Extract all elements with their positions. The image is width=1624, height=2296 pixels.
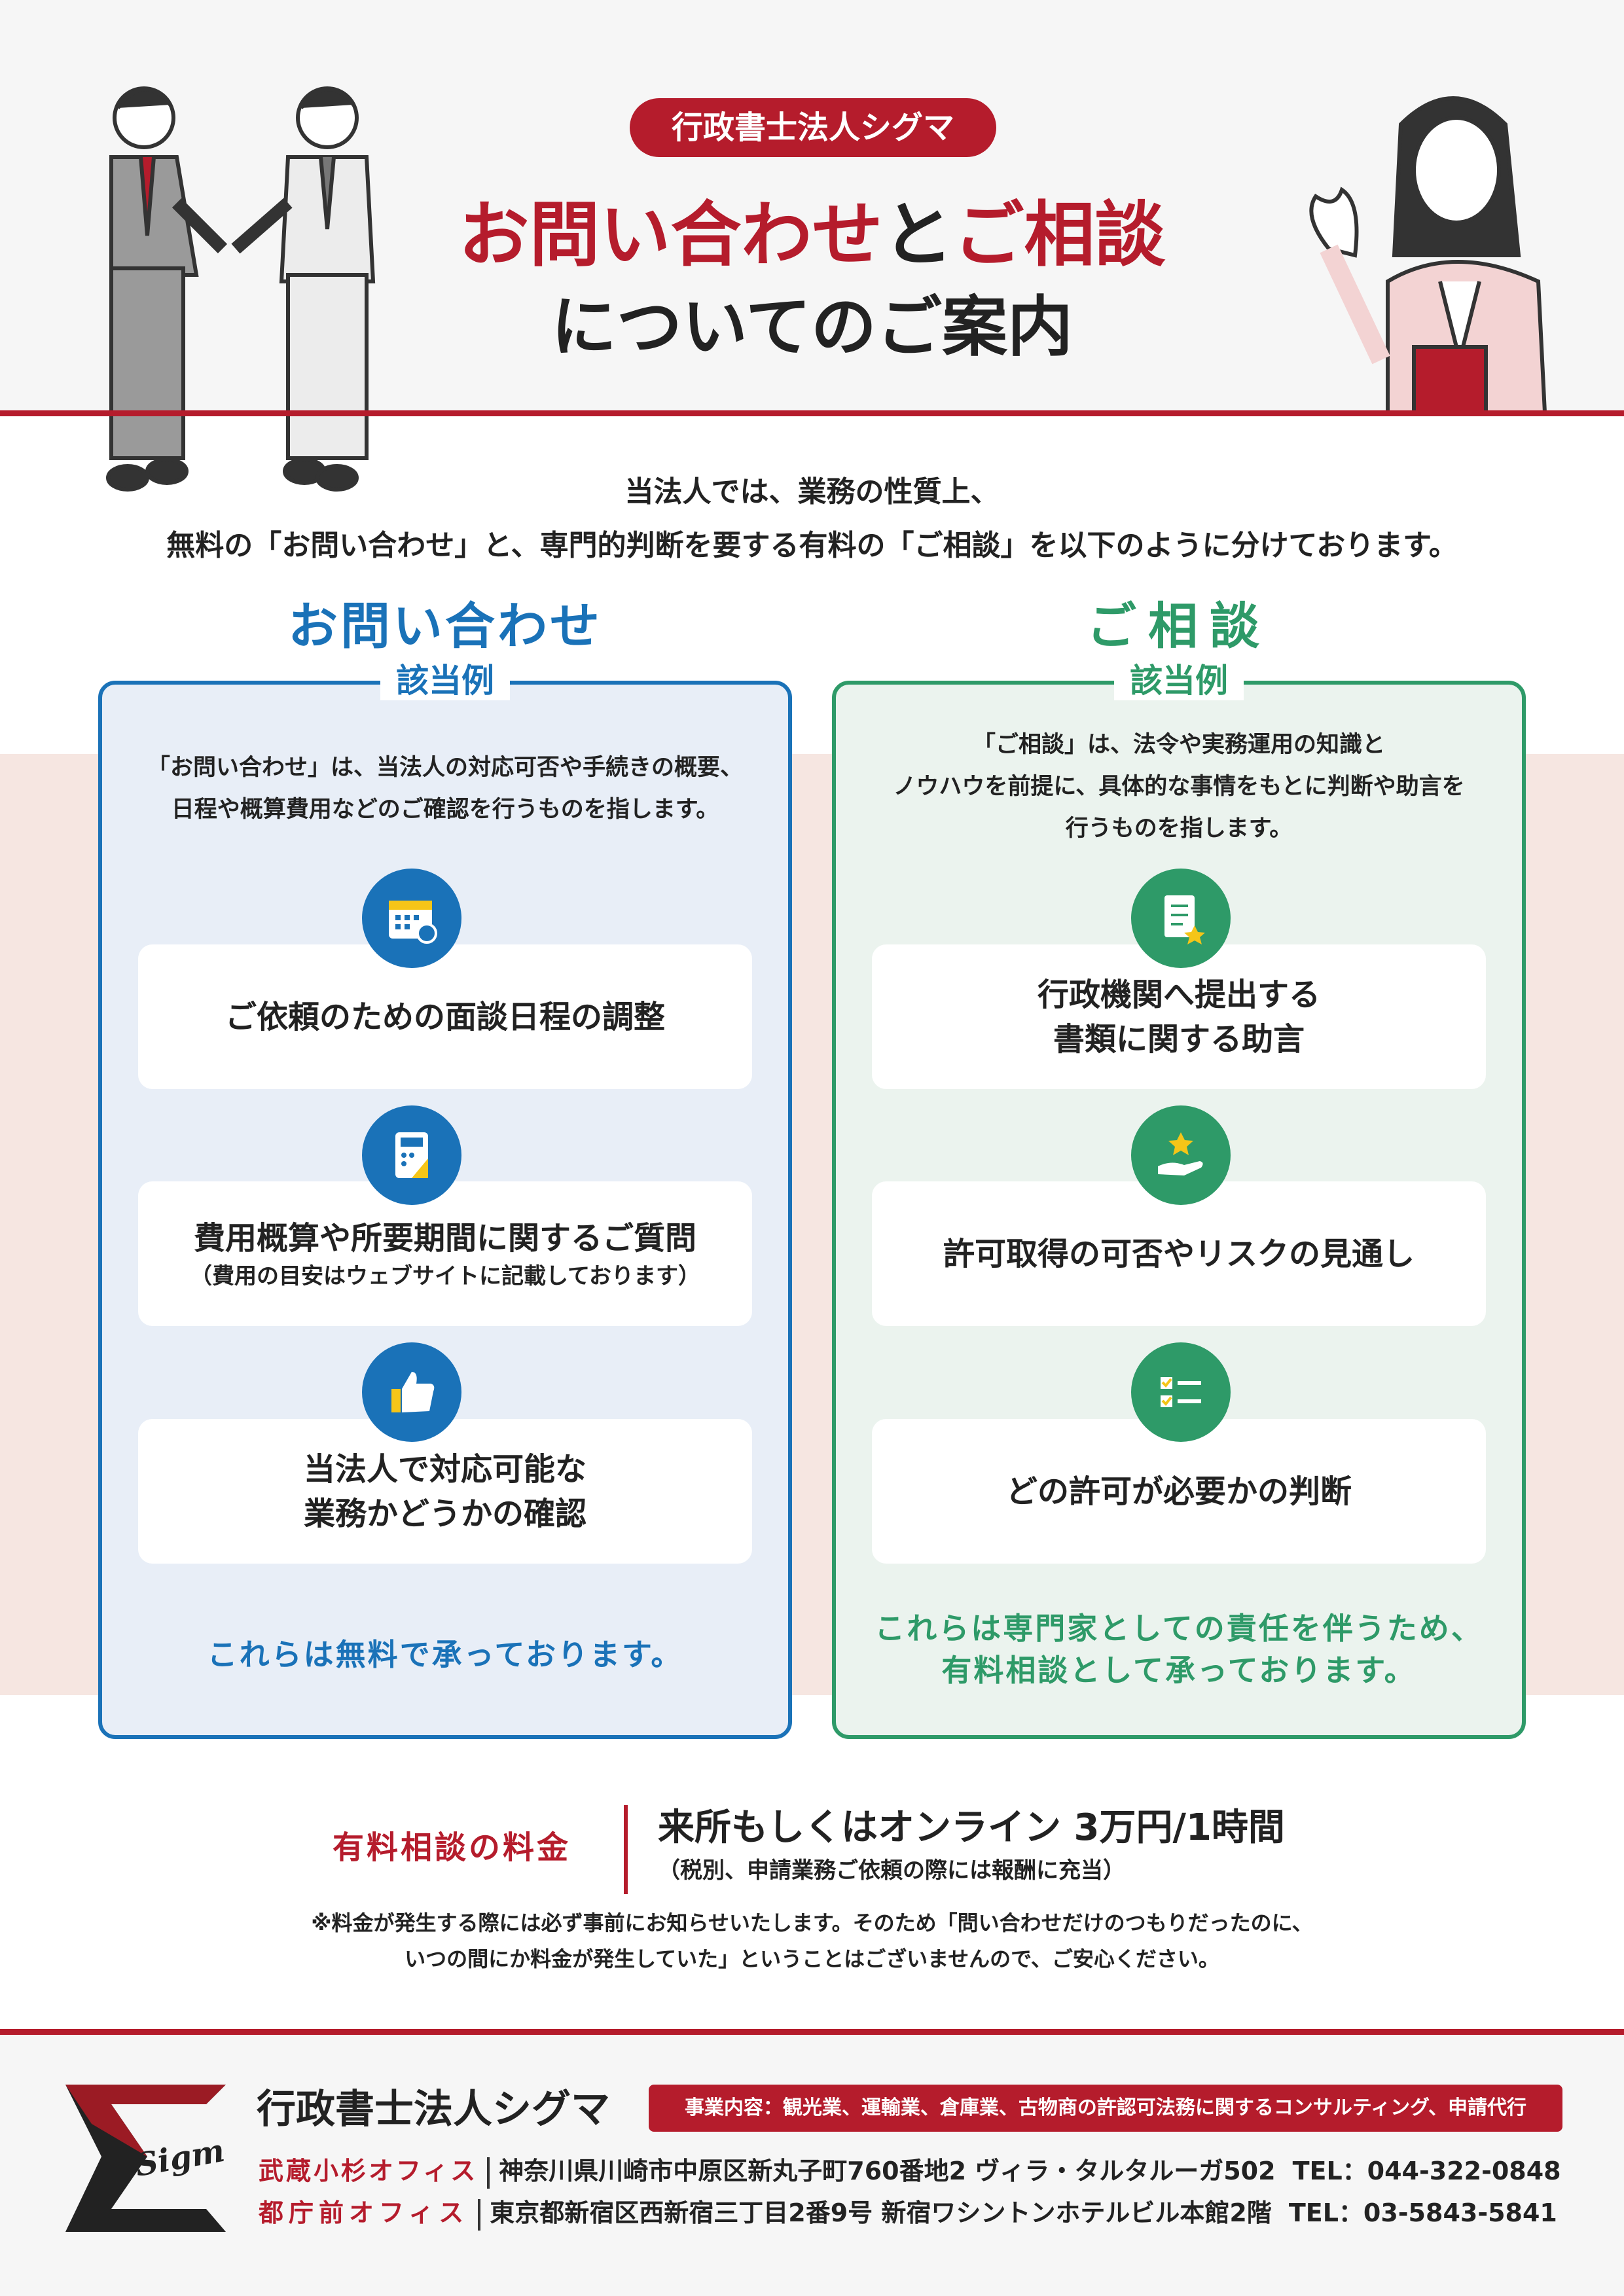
office-name: 武蔵小杉オフィス xyxy=(259,2157,478,2185)
inquiry-label: 該当例 xyxy=(380,661,510,700)
thumbs-up-icon xyxy=(362,1342,461,1442)
item-text: 当法人で対応可能な xyxy=(303,1450,586,1488)
business-description: 事業内容：観光業、運輸業、倉庫業、古物商の許認可法務に関するコンサルティング、申… xyxy=(649,2085,1562,2132)
svg-text:Sigma: Sigma xyxy=(132,2128,226,2183)
inquiry-heading: お問い合わせ xyxy=(288,597,602,655)
inquiry-footer: これらは無料で承っております。 xyxy=(207,1637,683,1672)
page-title: お問い合わせとご相談 xyxy=(0,193,1624,278)
item-text: 業務かどうかの確認 xyxy=(303,1495,586,1532)
inquiry-box: 該当例 「お問い合わせ」は、当法人の対応可否や手続きの概要、日程や概算費用などの… xyxy=(98,661,792,1739)
list-item: 許可取得の可否やリスクの見通し xyxy=(872,1181,1486,1326)
office-row: 武蔵小杉オフィス 神奈川県川崎市中原区新丸子町760番地2 ヴィラ・タルタルーガ… xyxy=(259,2153,1561,2189)
page-subtitle: についてのご案内 xyxy=(551,289,1073,365)
footer xyxy=(0,2035,1624,2296)
handshake-illustration xyxy=(106,86,376,492)
woman-ok-sign-illustration xyxy=(1309,96,1547,412)
company-name: 行政書士法人シグマ xyxy=(257,2087,610,2132)
hand-star-icon xyxy=(1131,1105,1231,1205)
document-star-icon xyxy=(1131,869,1231,968)
fee-sub: （税別、申請業務ご依頼の際には報酬に充当） xyxy=(658,1857,1125,1884)
item-note: （費用の目安はウェブサイトに記載しております） xyxy=(190,1263,700,1289)
list-item: ご依頼のための面談日程の調整 xyxy=(138,944,752,1089)
title-inquiry: お問い合わせ xyxy=(458,194,883,276)
office-address: 東京都新宿区西新宿三丁目2番9号 新宿ワシントンホテルビル本館2階 xyxy=(490,2198,1272,2227)
office-row: 都庁前オフィス 東京都新宿区西新宿三丁目2番9号 新宿ワシントンホテルビル本館2… xyxy=(259,2195,1557,2231)
title-consultation: ご相談 xyxy=(953,194,1166,276)
consultation-description: 「ご相談」は、法令や実務運用の知識とノウハウを前提に、具体的な事情をもとに判断や… xyxy=(836,724,1522,850)
office-tel[interactable]: TEL：03-5843-5841 xyxy=(1288,2198,1557,2227)
list-item: どの許可が必要かの判断 xyxy=(872,1419,1486,1564)
office-tel[interactable]: TEL：044-322-0848 xyxy=(1292,2157,1561,2185)
desc-line: 行うものを指します。 xyxy=(1065,816,1293,842)
divider xyxy=(0,410,1624,416)
consultation-box: 該当例 「ご相談」は、法令や実務運用の知識とノウハウを前提に、具体的な事情をもと… xyxy=(832,661,1526,1739)
consultation-heading: ご相談 xyxy=(1087,597,1271,655)
list-item: 費用概算や所要期間に関するご質問 （費用の目安はウェブサイトに記載しております） xyxy=(138,1181,752,1326)
fee-note-2: いつの間にか料金が発生していた」ということはございませんので、ご安心ください。 xyxy=(405,1946,1219,1971)
list-item: 行政機関へ提出する書類に関する助言 xyxy=(872,944,1486,1089)
sigma-logo: Sigma xyxy=(65,2085,226,2232)
fee-divider xyxy=(624,1805,628,1894)
footer-line: 有料相談として承っております。 xyxy=(941,1653,1416,1688)
item-text: ご依頼のための面談日程の調整 xyxy=(225,998,665,1035)
consultation-label: 該当例 xyxy=(1114,661,1244,700)
checklist-icon xyxy=(1131,1342,1231,1442)
office-address: 神奈川県川崎市中原区新丸子町760番地2 ヴィラ・タルタルーガ502 xyxy=(499,2157,1276,2185)
fee-label: 有料相談の料金 xyxy=(332,1829,571,1866)
inquiry-description: 「お問い合わせ」は、当法人の対応可否や手続きの概要、日程や概算費用などのご確認を… xyxy=(102,747,788,831)
footer-line: これらは専門家としての責任を伴うため、 xyxy=(875,1611,1483,1646)
divider xyxy=(0,2029,1624,2035)
item-text: 費用概算や所要期間に関するご質問 xyxy=(193,1219,696,1257)
title-and: と xyxy=(882,194,954,276)
office-name: 都庁前オフィス xyxy=(259,2198,469,2227)
list-item: 当法人で対応可能な業務かどうかの確認 xyxy=(138,1419,752,1564)
item-text: 行政機関へ提出する xyxy=(1037,976,1320,1013)
desc-line: 「お問い合わせ」は、当法人の対応可否や手続きの概要、 xyxy=(147,755,743,781)
item-text: 許可取得の可否やリスクの見通し xyxy=(943,1235,1415,1272)
item-text: 書類に関する助言 xyxy=(1053,1020,1305,1058)
intro-line-1: 当法人では、業務の性質上、 xyxy=(624,475,1000,509)
company-badge: 行政書士法人シグマ xyxy=(630,98,996,157)
intro-line-2: 無料の「お問い合わせ」と、専門的判断を要する有料の「ご相談」を以下のように分けて… xyxy=(166,529,1458,562)
fee-note-1: ※料金が発生する際には必ず事前にお知らせいたします。そのため「問い合わせだけのつ… xyxy=(311,1910,1313,1935)
calendar-icon xyxy=(362,869,461,968)
fee-main: 来所もしくはオンライン 3万円/1時間 xyxy=(658,1806,1285,1849)
desc-line: 「ご相談」は、法令や実務運用の知識と xyxy=(972,732,1385,758)
item-text: どの許可が必要かの判断 xyxy=(1005,1473,1352,1510)
calculator-icon xyxy=(362,1105,461,1205)
desc-line: ノウハウを前提に、具体的な事情をもとに判断や助言を xyxy=(893,774,1465,800)
desc-line: 日程や概算費用などのご確認を行うものを指します。 xyxy=(171,797,719,823)
consultation-footer: これらは専門家としての責任を伴うため、有料相談として承っております。 xyxy=(836,1607,1522,1691)
